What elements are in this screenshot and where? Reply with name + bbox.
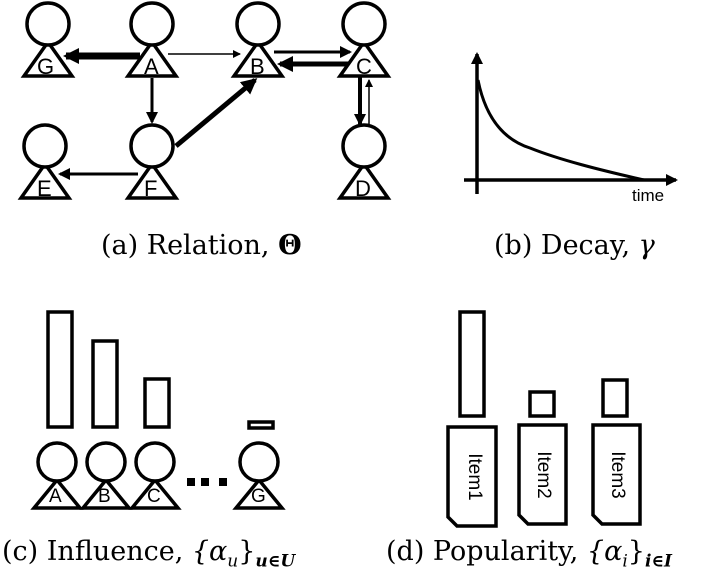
relation-network: [17, 1, 392, 200]
x-axis-label: time: [632, 186, 665, 205]
user-node-B: [79, 441, 133, 510]
user-node-B: [230, 1, 286, 78]
caption-d-text: (d) Popularity,: [386, 536, 587, 567]
caption-b-symbol: γ: [638, 230, 655, 261]
influence-bar-C: [143, 377, 171, 429]
user-node-C: [128, 441, 182, 510]
item-doc-icon-1: [446, 425, 498, 528]
influence-bar-G: [247, 420, 275, 430]
caption-d-close: }: [627, 536, 645, 567]
user-label-C: C: [147, 486, 161, 507]
node-label-B: B: [250, 54, 265, 79]
caption-d-sub1: i: [622, 551, 628, 572]
caption-b-text: (b) Decay,: [494, 230, 639, 261]
user-node-A: [30, 441, 84, 510]
user-label-B: B: [98, 486, 111, 507]
popularity-bar-item1: [458, 310, 486, 418]
caption-c-text: (c) Influence,: [2, 536, 192, 567]
influence-bar-A: [46, 310, 74, 429]
caption-c-math: {α: [191, 536, 228, 567]
caption-c-sub1: u: [227, 551, 239, 572]
popularity-chart: [446, 310, 642, 528]
node-label-F: F: [144, 176, 158, 196]
item-doc-icon-3: [591, 423, 642, 526]
caption-c-close: }: [238, 536, 256, 567]
caption-b: (b) Decay, γ: [494, 230, 655, 261]
caption-d-math: {α: [586, 536, 623, 567]
item-label-1: Item1: [464, 453, 485, 501]
node-label-C: C: [356, 54, 372, 79]
user-node-G: [20, 1, 76, 78]
caption-a: (a) Relation, Θ: [101, 230, 302, 261]
caption-d-sub2: i∈I: [644, 551, 672, 572]
influence-chart: [30, 310, 286, 510]
node-label-G: G: [37, 54, 55, 79]
caption-a-symbol: Θ: [278, 230, 302, 261]
item-label-3: Item3: [607, 451, 628, 499]
user-node-E: [17, 123, 73, 200]
popularity-bar-item3: [601, 378, 629, 418]
decay-curve: [476, 79, 645, 182]
caption-a-text: (a) Relation,: [101, 230, 279, 261]
ellipsis-dots: [187, 478, 227, 486]
node-label-A: A: [144, 54, 159, 79]
user-node-C: [336, 1, 392, 78]
caption-c: (c) Influence, {αu}u∈U: [2, 536, 295, 571]
edge-F-B: [174, 78, 258, 148]
caption-d: (d) Popularity, {αi}i∈I: [386, 536, 672, 571]
caption-c-sub2: u∈U: [255, 551, 296, 572]
item-doc-icon-2: [517, 423, 568, 526]
user-node-A: [124, 1, 180, 78]
popularity-bar-item2: [528, 390, 556, 418]
user-label-A: A: [49, 486, 62, 507]
influence-bar-B: [91, 339, 119, 429]
decay-chart: [464, 52, 678, 194]
user-node-G: [232, 441, 286, 510]
user-node-D: [336, 123, 392, 200]
node-label-D: D: [355, 176, 371, 201]
item-label-2: Item2: [533, 451, 554, 499]
node-label-E: E: [37, 176, 52, 196]
user-node-F: [124, 123, 180, 200]
user-label-G: G: [251, 486, 266, 507]
